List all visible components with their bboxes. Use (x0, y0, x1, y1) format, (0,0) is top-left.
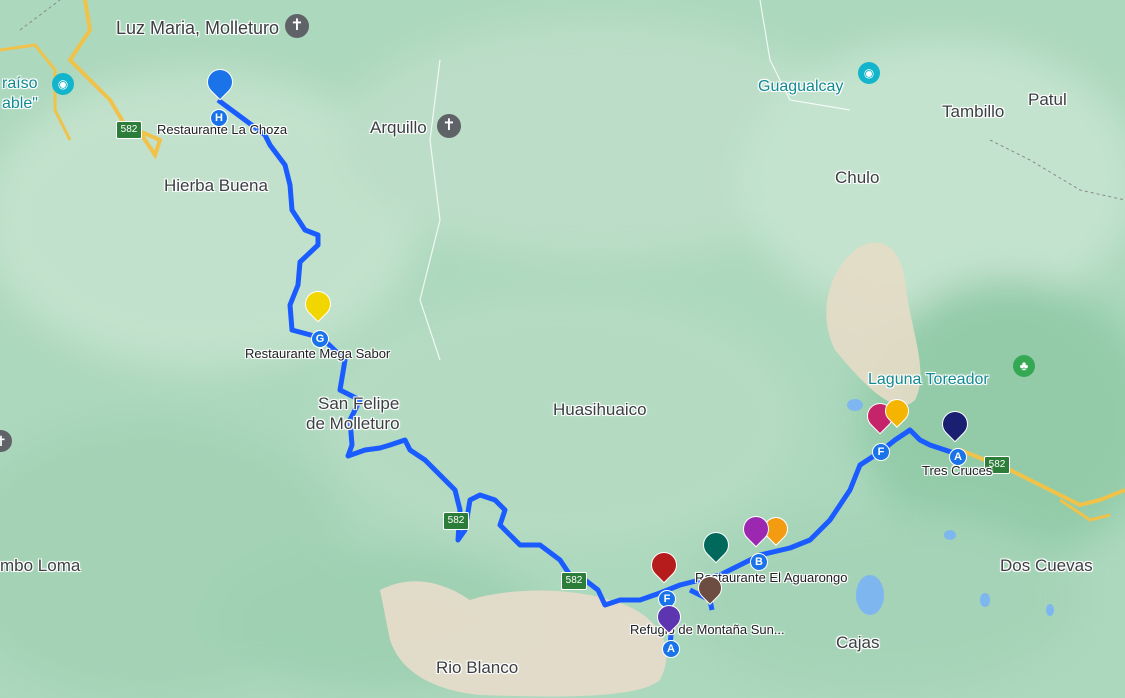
place-tres-cruces[interactable]: Tres Cruces (922, 463, 993, 478)
place-hierba-buena[interactable]: Hierba Buena (164, 176, 268, 195)
place-patul[interactable]: Patul (1028, 90, 1067, 109)
road-shield: 582 (116, 121, 142, 139)
church-icon[interactable]: ✝ (437, 114, 461, 138)
place-chulo[interactable]: Chulo (835, 168, 880, 187)
camera-icon[interactable]: ◉ (52, 73, 74, 95)
place-san-felipe[interactable]: San Felipe (318, 394, 400, 413)
place-paraiso-line2: able" (2, 95, 38, 112)
route-stop-g[interactable]: G (311, 330, 329, 348)
place-san-felipe-line2: de Molleturo (306, 414, 400, 433)
place-guagualcay[interactable]: Guagualcay (758, 78, 844, 95)
route-stop-b[interactable]: B (750, 553, 768, 571)
place-mbo-loma[interactable]: mbo Loma (0, 556, 81, 575)
place-paraiso[interactable]: raíso (2, 75, 38, 92)
place-dos-cuevas[interactable]: Dos Cuevas (1000, 556, 1093, 575)
place-huasihuaico[interactable]: Huasihuaico (553, 400, 647, 419)
tree-icon[interactable]: ♣ (1013, 355, 1035, 377)
place-laguna-toreador[interactable]: Laguna Toreador (868, 371, 989, 388)
poi-restaurante-mega-sabor[interactable]: Restaurante Mega Sabor (245, 346, 391, 361)
route-line (216, 97, 961, 608)
place-luz-maria[interactable]: Luz Maria, Molleturo (116, 18, 280, 38)
route-stop-a[interactable]: A (949, 448, 967, 466)
route-stop-f[interactable]: F (872, 443, 890, 461)
route-stop-h[interactable]: H (210, 109, 228, 127)
road-shield: 582 (984, 456, 1010, 474)
place-rio-blanco[interactable]: Rio Blanco (436, 658, 519, 677)
place-tambillo[interactable]: Tambillo (942, 102, 1005, 121)
route-stop-a[interactable]: A (662, 640, 680, 658)
poi-refugio[interactable]: Refugio de Montaña Sun... (630, 622, 785, 637)
church-icon[interactable]: ✝ (285, 14, 309, 38)
church-icon[interactable]: ✝ (0, 430, 12, 452)
place-cajas[interactable]: Cajas (836, 633, 880, 652)
road-shield: 582 (561, 572, 587, 590)
camera-icon[interactable]: ◉ (858, 62, 880, 84)
place-arquillo[interactable]: Arquillo (370, 118, 427, 137)
poi-restaurante-el-aguarongo[interactable]: Restaurante El Aguarongo (695, 570, 848, 585)
road-shield: 582 (443, 512, 469, 530)
poi-restaurante-la-choza[interactable]: Restaurante La Choza (157, 122, 288, 137)
